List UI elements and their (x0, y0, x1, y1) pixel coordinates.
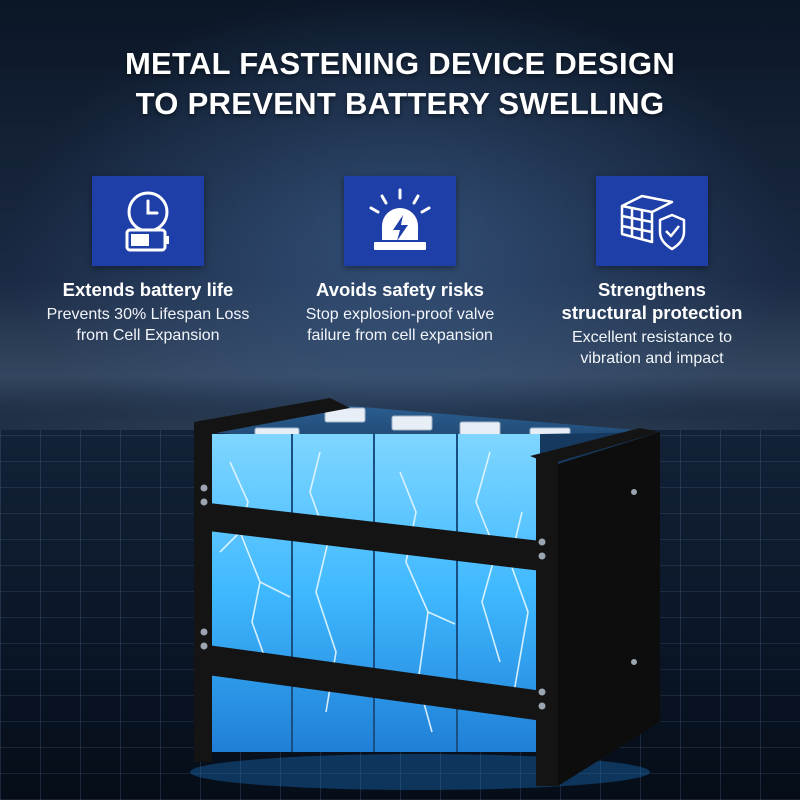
feature-description: Stop explosion-proof valve failure from … (280, 304, 520, 346)
battery-pack-illustration (190, 398, 660, 790)
battery-life-icon (125, 191, 169, 252)
feature-description: Excellent resistance to vibration and im… (532, 327, 772, 369)
page-title: METAL FASTENING DEVICE DESIGN TO PREVENT… (0, 44, 800, 124)
feature-desc-line-2: failure from cell expansion (307, 327, 493, 344)
feature-desc-line-1: Stop explosion-proof valve (305, 306, 495, 323)
feature-title-line-2: structural protection (561, 302, 743, 323)
feature-desc-line-1: Excellent resistance to (571, 329, 733, 346)
feature-safety: Avoids safety risks Stop explosion-proof… (280, 176, 520, 346)
title-line-1: METAL FASTENING DEVICE DESIGN (124, 46, 676, 81)
frame-bolts (200, 484, 637, 710)
feature-structure: Strengthens structural protection Excell… (532, 176, 772, 369)
feature-title-line-1: Strengthens (598, 279, 706, 300)
feature-desc-line-2: from Cell Expansion (76, 327, 220, 344)
feature-title: Avoids safety risks (316, 279, 484, 300)
top-strap (200, 502, 550, 572)
feature-icon-tile (596, 176, 708, 266)
bottom-strap (200, 644, 550, 722)
feature-icon-tile (92, 176, 204, 266)
feature-desc-line-1: Prevents 30% Lifespan Loss (46, 306, 250, 323)
feature-desc-line-2: vibration and impact (580, 350, 724, 367)
metal-frame (194, 398, 660, 786)
title-line-2: TO PREVENT BATTERY SWELLING (135, 86, 665, 121)
warning-siren-icon (369, 188, 431, 250)
feature-icon-tile (344, 176, 456, 266)
battery-glow (190, 754, 650, 790)
feature-title: Extends battery life (62, 279, 234, 300)
feature-description: Prevents 30% Lifespan Loss from Cell Exp… (28, 304, 268, 346)
feature-title: Strengthens structural protection (532, 278, 772, 324)
structure-shield-icon (620, 194, 686, 251)
feature-battery-life: Extends battery life Prevents 30% Lifesp… (28, 176, 268, 346)
